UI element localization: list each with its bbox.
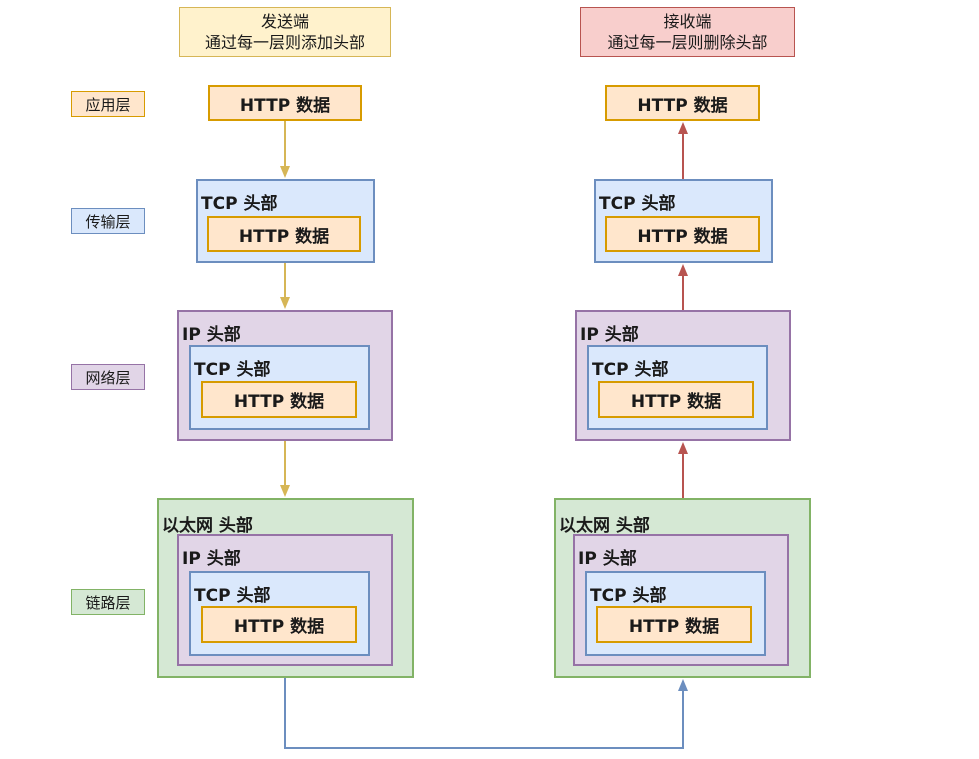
ip-header-label: IP 头部 (580, 325, 639, 345)
sender-title: 发送端 通过每一层则添加头部 (179, 7, 391, 57)
tcp-header-label: TCP 头部 (201, 194, 278, 214)
sender-transport-http-data: HTTP 数据 (207, 216, 361, 252)
ip-header-label: IP 头部 (182, 325, 241, 345)
layer-label-link: 链路层 (71, 589, 145, 615)
sender-link-http-data: HTTP 数据 (201, 606, 357, 643)
sender-network-http-data: HTTP 数据 (201, 381, 357, 418)
physical-link-line (284, 678, 688, 749)
receiver-title-line1: 接收端 (663, 12, 712, 31)
ip-header-label: IP 头部 (182, 549, 241, 569)
eth-header-label: 以太网 头部 (559, 516, 650, 536)
tcp-header-label: TCP 头部 (590, 586, 667, 606)
layer-label-application: 应用层 (71, 91, 145, 117)
receiver-app-http-data: HTTP 数据 (605, 85, 760, 121)
receiver-transport-http-data: HTTP 数据 (605, 216, 760, 252)
tcp-header-label: TCP 头部 (592, 360, 669, 380)
receiver-title: 接收端 通过每一层则删除头部 (580, 7, 795, 57)
receiver-network-http-data: HTTP 数据 (598, 381, 754, 418)
layer-label-transport: 传输层 (71, 208, 145, 234)
sender-title-line1: 发送端 (260, 12, 309, 31)
tcp-header-label: TCP 头部 (194, 586, 271, 606)
sender-title-line2: 通过每一层则添加头部 (204, 33, 365, 52)
tcp-header-label: TCP 头部 (599, 194, 676, 214)
layer-label-network: 网络层 (71, 364, 145, 390)
receiver-title-line2: 通过每一层则删除头部 (607, 33, 768, 52)
sender-app-http-data: HTTP 数据 (208, 85, 362, 121)
receiver-link-http-data: HTTP 数据 (596, 606, 752, 643)
tcp-header-label: TCP 头部 (194, 360, 271, 380)
eth-header-label: 以太网 头部 (162, 516, 253, 536)
ip-header-label: IP 头部 (578, 549, 637, 569)
